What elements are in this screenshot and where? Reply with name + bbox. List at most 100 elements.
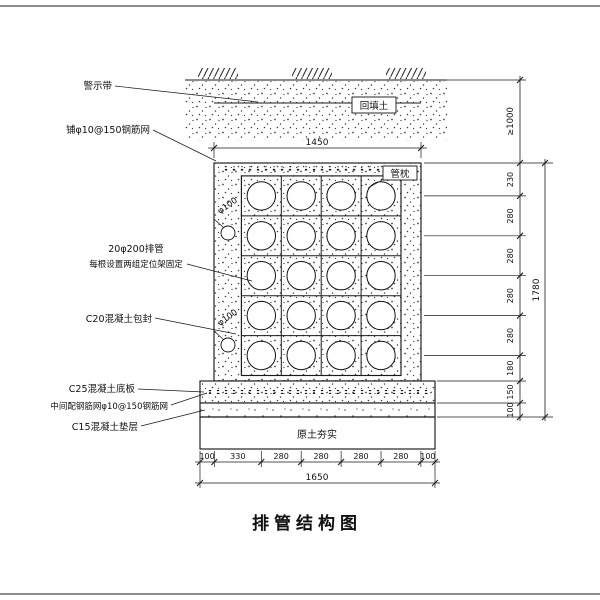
- dim-cover-depth: ≥1000: [506, 107, 516, 136]
- concrete-encasement: φ100 φ100 管枕: [213, 162, 422, 382]
- leader-line: [114, 85, 259, 103]
- dim-right-seg: 280: [506, 208, 515, 223]
- dim-tick: [516, 159, 524, 167]
- dim-tick: [541, 159, 549, 167]
- drain-circle: [220, 337, 236, 353]
- pipe-circle: [366, 181, 396, 211]
- pipe-circle: [366, 221, 396, 251]
- cushion-stipple: [200, 403, 435, 417]
- cushion-label: C15混凝土垫层: [72, 421, 138, 433]
- leader-line: [367, 178, 385, 189]
- leader-line: [186, 263, 253, 282]
- dim-tick: [210, 144, 218, 152]
- dim-tick: [431, 458, 439, 466]
- pipe-circle: [286, 181, 316, 211]
- dim-right-seg: 280: [506, 328, 515, 343]
- dim-tick: [257, 458, 265, 466]
- backfill-label: 回填土: [360, 100, 389, 112]
- dim-right-seg: 280: [506, 288, 515, 303]
- dim-bottom-seg: 280: [393, 452, 408, 461]
- pipe-circle: [286, 340, 316, 371]
- dim-right-seg: 150: [506, 384, 515, 399]
- dim-right-seg: 180: [506, 361, 515, 376]
- encasement-label: C20混凝土包封: [86, 313, 153, 325]
- pipe-circle: [286, 261, 316, 291]
- dim-bottom-seg: 280: [274, 452, 289, 461]
- pipe-circle: [366, 340, 396, 371]
- dim-tick: [417, 458, 425, 466]
- pipe-support-label: 管枕: [390, 168, 410, 180]
- dim-right-seg: 280: [506, 248, 515, 263]
- backfill-soil-zone: 回填土: [185, 68, 447, 140]
- dim-tick: [210, 458, 218, 466]
- dim-tick: [417, 144, 425, 152]
- pipe-circle: [326, 261, 356, 291]
- pipe-circle: [326, 221, 356, 251]
- drawing-title: 排管结构图: [252, 513, 362, 534]
- leader-line: [140, 409, 206, 427]
- ground-hatch: [386, 68, 426, 79]
- pipe-circle: [326, 340, 356, 371]
- dim-tick: [516, 192, 524, 200]
- pipe-support-box: [382, 165, 418, 181]
- compacted-soil-label: 原土夯实: [297, 428, 337, 441]
- pipe-circle: [246, 340, 276, 371]
- dim-top-width-value: 1450: [306, 138, 329, 148]
- pipe-circle: [246, 300, 276, 331]
- dim-bottom-seg: 100: [420, 452, 435, 461]
- dim-bottom-seg: 280: [353, 452, 368, 461]
- dim-bottom-seg: 330: [230, 452, 245, 461]
- ground-hatch: [292, 68, 332, 79]
- dim-tick: [337, 458, 345, 466]
- dim-bottom-total: 1650: [306, 473, 329, 483]
- dim-bottom-seg: 280: [313, 452, 328, 461]
- dim-tick: [196, 479, 204, 487]
- leader-line: [170, 392, 208, 406]
- ground-hatch: [198, 68, 238, 79]
- pipe-circle: [246, 261, 276, 291]
- pipe-circle: [366, 261, 396, 291]
- pipe-circle: [366, 300, 396, 331]
- compacted-soil-outline: [199, 416, 436, 450]
- bottom-dimension-chain: 100 330 280 280 280 280 100 1650: [195, 451, 440, 488]
- dim-tick: [516, 377, 524, 385]
- base-slab-label: C25混凝土底板: [69, 383, 136, 395]
- pipe-circle: [286, 221, 316, 251]
- dim-tick: [516, 413, 524, 421]
- pipe-circle: [246, 221, 276, 251]
- dim-top-width: 1450: [208, 138, 427, 158]
- dim-height-total: 1780: [532, 278, 542, 301]
- dim-tick: [516, 352, 524, 359]
- mid-mesh-label: 中间配钢筋网φ10@150钢筋网: [50, 401, 168, 412]
- right-dimension-chain: ≥1000 230 280 280 280 280 180 150 100 17…: [424, 76, 553, 421]
- base-layers: 原土夯实: [199, 380, 436, 450]
- leader-line: [154, 317, 237, 335]
- slab-mid-mesh-dots: [205, 390, 431, 394]
- pipes-label-line2: 每根设置两组定位架固定: [89, 259, 183, 270]
- pipe-circle: [286, 300, 316, 331]
- leader-line: [152, 129, 217, 162]
- dim-tick: [516, 312, 524, 319]
- dim-tick: [541, 413, 549, 421]
- pipes-label-line1: 20φ200排管: [108, 243, 164, 255]
- dim-tick: [377, 458, 385, 466]
- top-mesh-rebar-dots: [219, 166, 417, 171]
- top-mesh-label: 铺φ10@150钢筋网: [66, 124, 150, 136]
- dim-tick: [196, 458, 204, 466]
- dim-tick: [516, 399, 524, 407]
- drain-circle: [220, 225, 236, 241]
- pipe-circle: [246, 181, 276, 211]
- warning-tape-label: 警示带: [83, 80, 112, 92]
- dim-tick: [297, 458, 305, 466]
- left-callouts: 警示带 铺φ10@150钢筋网 20φ200排管 每根设置两组定位架固定 C20…: [50, 80, 259, 433]
- dim-tick: [516, 76, 524, 84]
- dim-tick: [516, 232, 524, 240]
- pipe-array: [246, 181, 396, 371]
- dim-tick: [431, 479, 439, 487]
- pipe-circle: [326, 300, 356, 331]
- dim-bottom-seg: 100: [199, 452, 214, 461]
- backfill-stipple: [185, 81, 447, 140]
- dim-right-seg: 230: [506, 172, 515, 187]
